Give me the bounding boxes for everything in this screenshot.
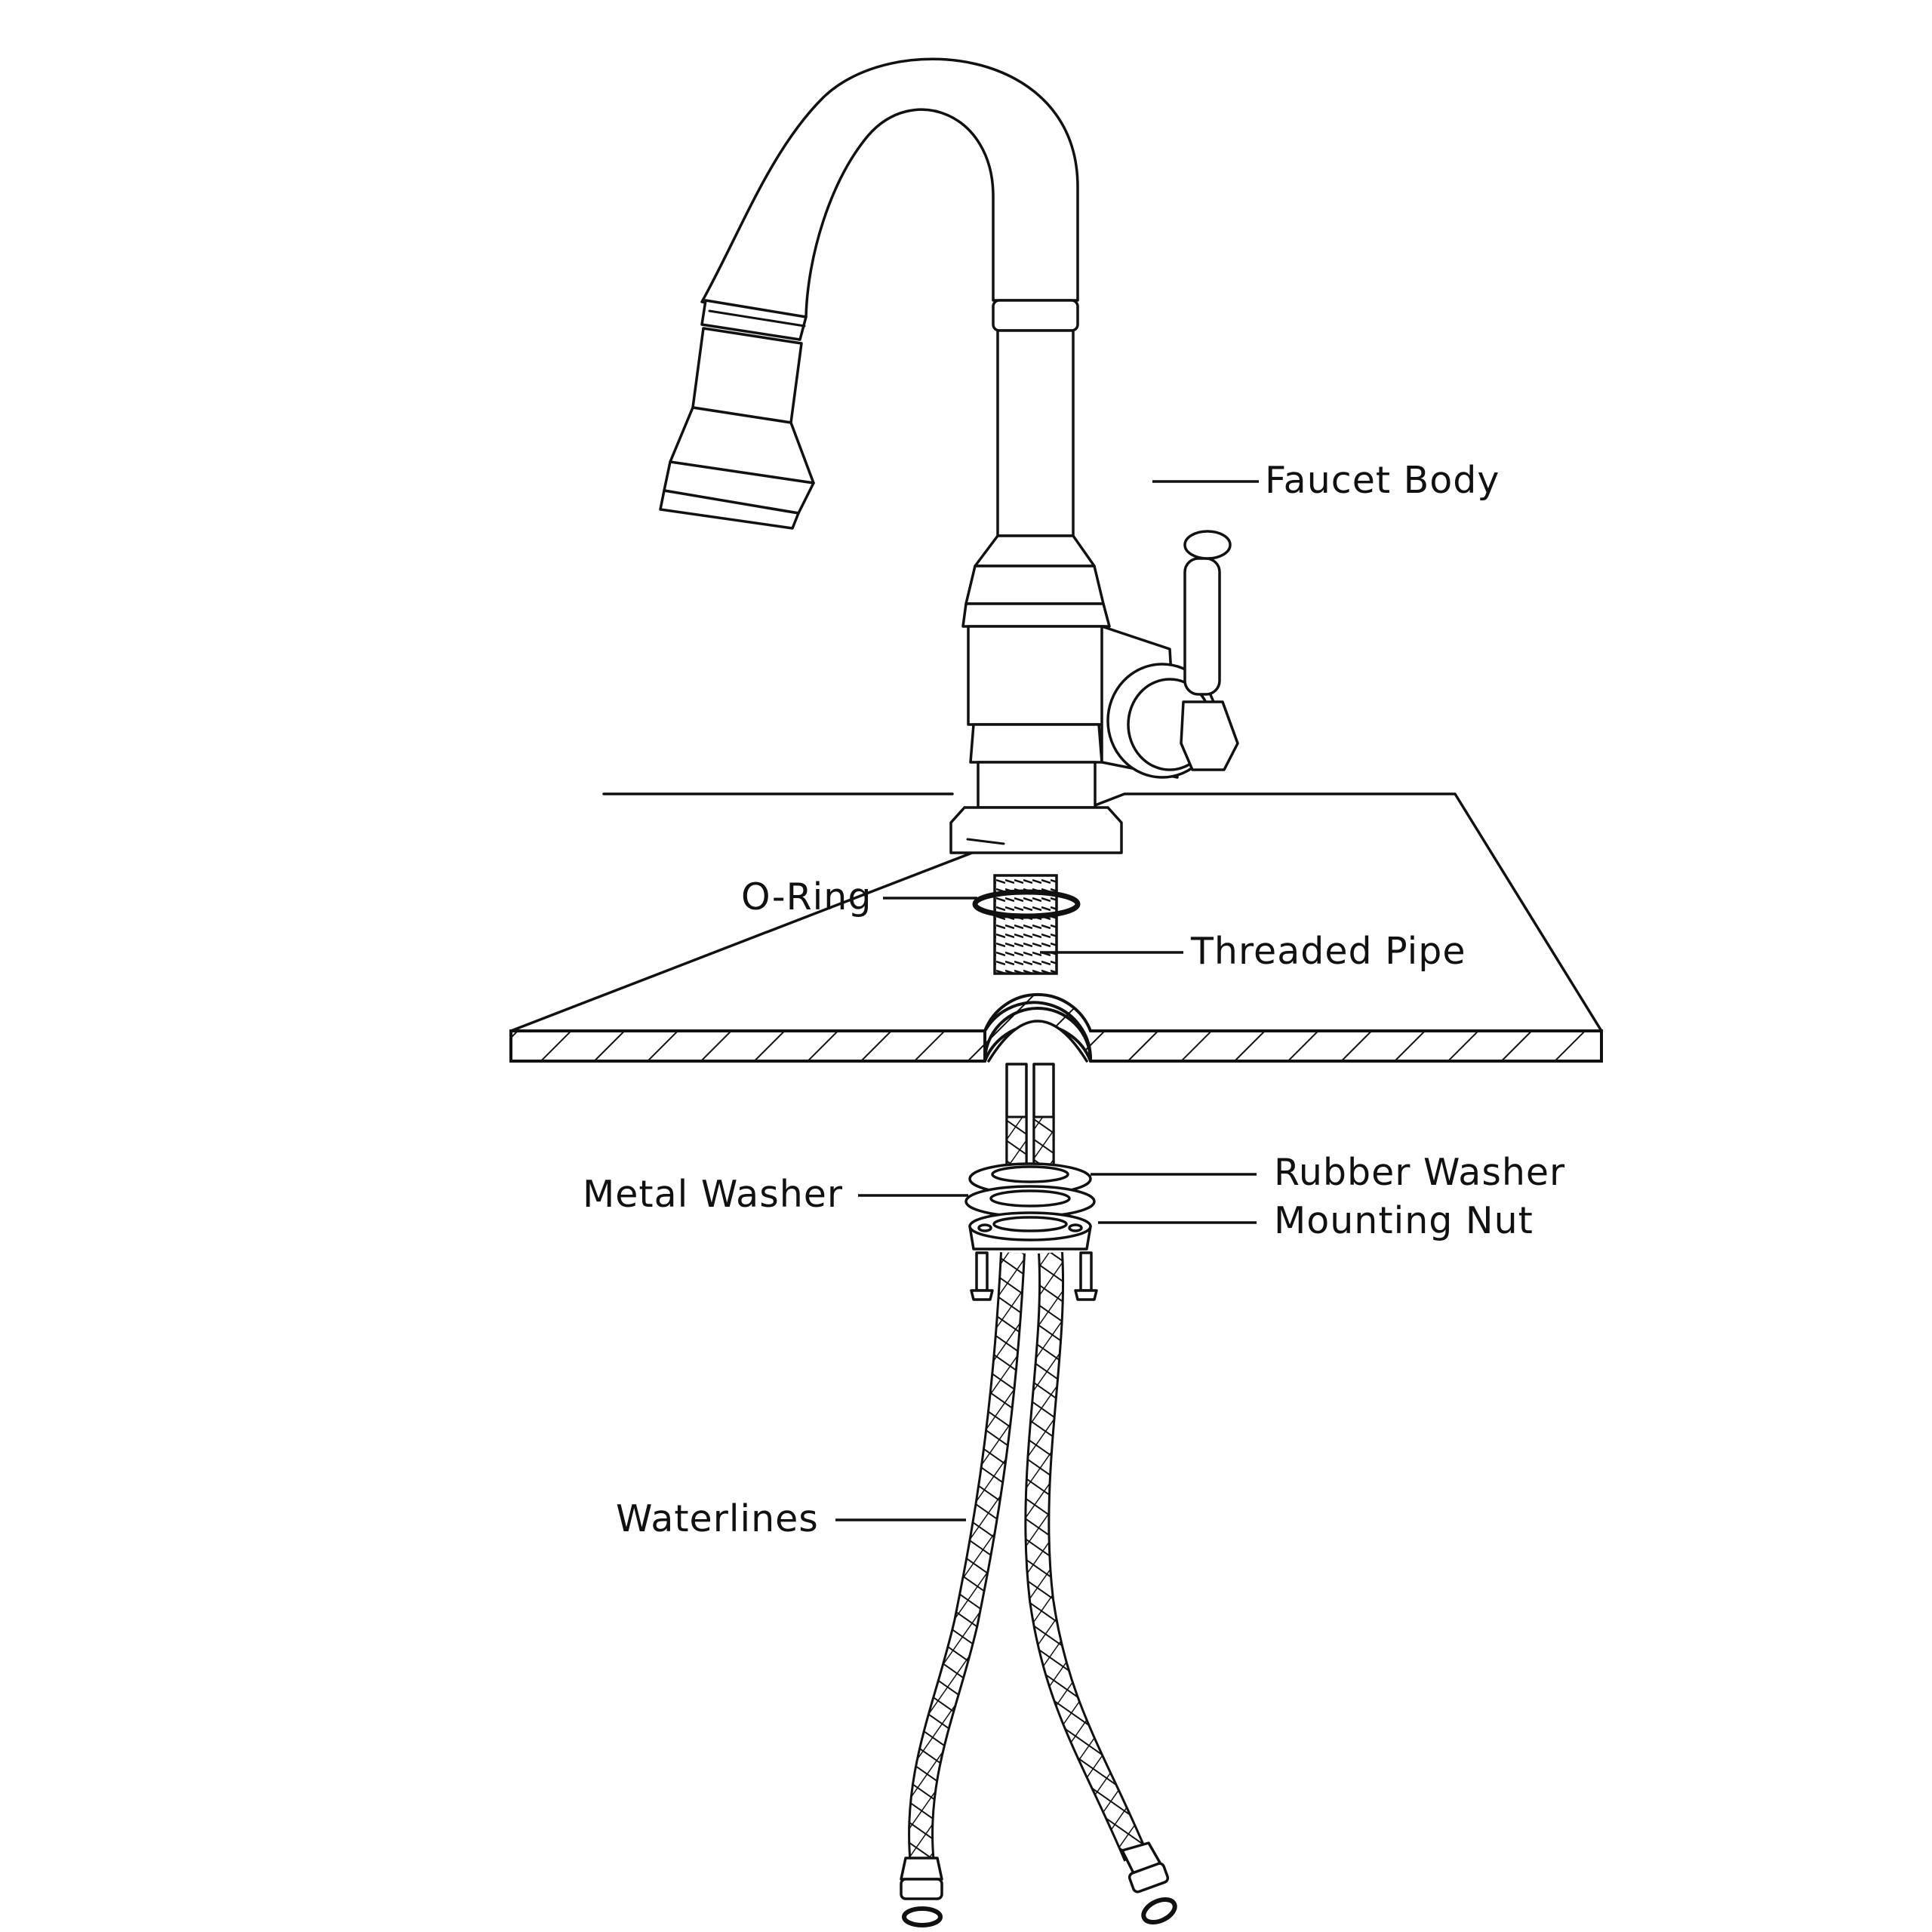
label-rubber-washer: Rubber Washer bbox=[1274, 1151, 1566, 1194]
mounting-nut bbox=[968, 1211, 1092, 1251]
waterline-tips bbox=[1005, 1063, 1055, 1179]
leader-lines bbox=[835, 480, 1259, 1521]
label-waterlines: Waterlines bbox=[616, 1497, 819, 1540]
metal-washer bbox=[964, 1185, 1096, 1218]
label-threaded-pipe: Threaded Pipe bbox=[1191, 930, 1466, 973]
waterlines bbox=[900, 1252, 1177, 1927]
label-metal-washer: Metal Washer bbox=[583, 1173, 844, 1216]
label-faucet-body: Faucet Body bbox=[1265, 459, 1500, 502]
label-mounting-nut: Mounting Nut bbox=[1274, 1199, 1534, 1242]
faucet-body bbox=[949, 299, 1239, 854]
mounting-screws bbox=[970, 1251, 1098, 1301]
o-ring bbox=[972, 889, 1081, 919]
label-o-ring: O-Ring bbox=[741, 875, 872, 918]
faucet-spout bbox=[659, 57, 1079, 530]
